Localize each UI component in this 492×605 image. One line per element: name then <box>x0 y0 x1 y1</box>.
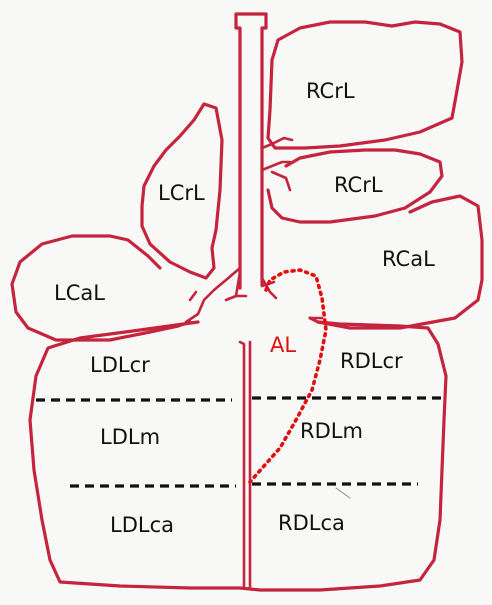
label-al: AL <box>270 333 296 357</box>
accessory-lobe-dotted-outline <box>250 270 326 482</box>
right-cranial-lobe-upper-outline <box>268 22 462 148</box>
label-rcrl-upper: RCrL <box>306 79 355 103</box>
annotation-tick <box>336 488 350 498</box>
label-rcrl-lower: RCrL <box>334 173 383 197</box>
midline-divider <box>240 342 250 588</box>
label-ldlm: LDLm <box>100 425 160 449</box>
label-lcrl: LCrL <box>158 181 205 205</box>
label-rdlca: RDLca <box>278 511 345 535</box>
label-rdlcr: RDLcr <box>340 349 403 373</box>
label-rdlm: RDLm <box>300 419 363 443</box>
bronchi-branches <box>186 138 322 322</box>
label-ldlca: LDLca <box>110 513 174 537</box>
label-lcal: LCaL <box>54 281 105 305</box>
label-ldlcr: LDLcr <box>90 353 150 377</box>
label-rcal: RCaL <box>382 247 435 271</box>
trachea-outline <box>236 14 266 288</box>
